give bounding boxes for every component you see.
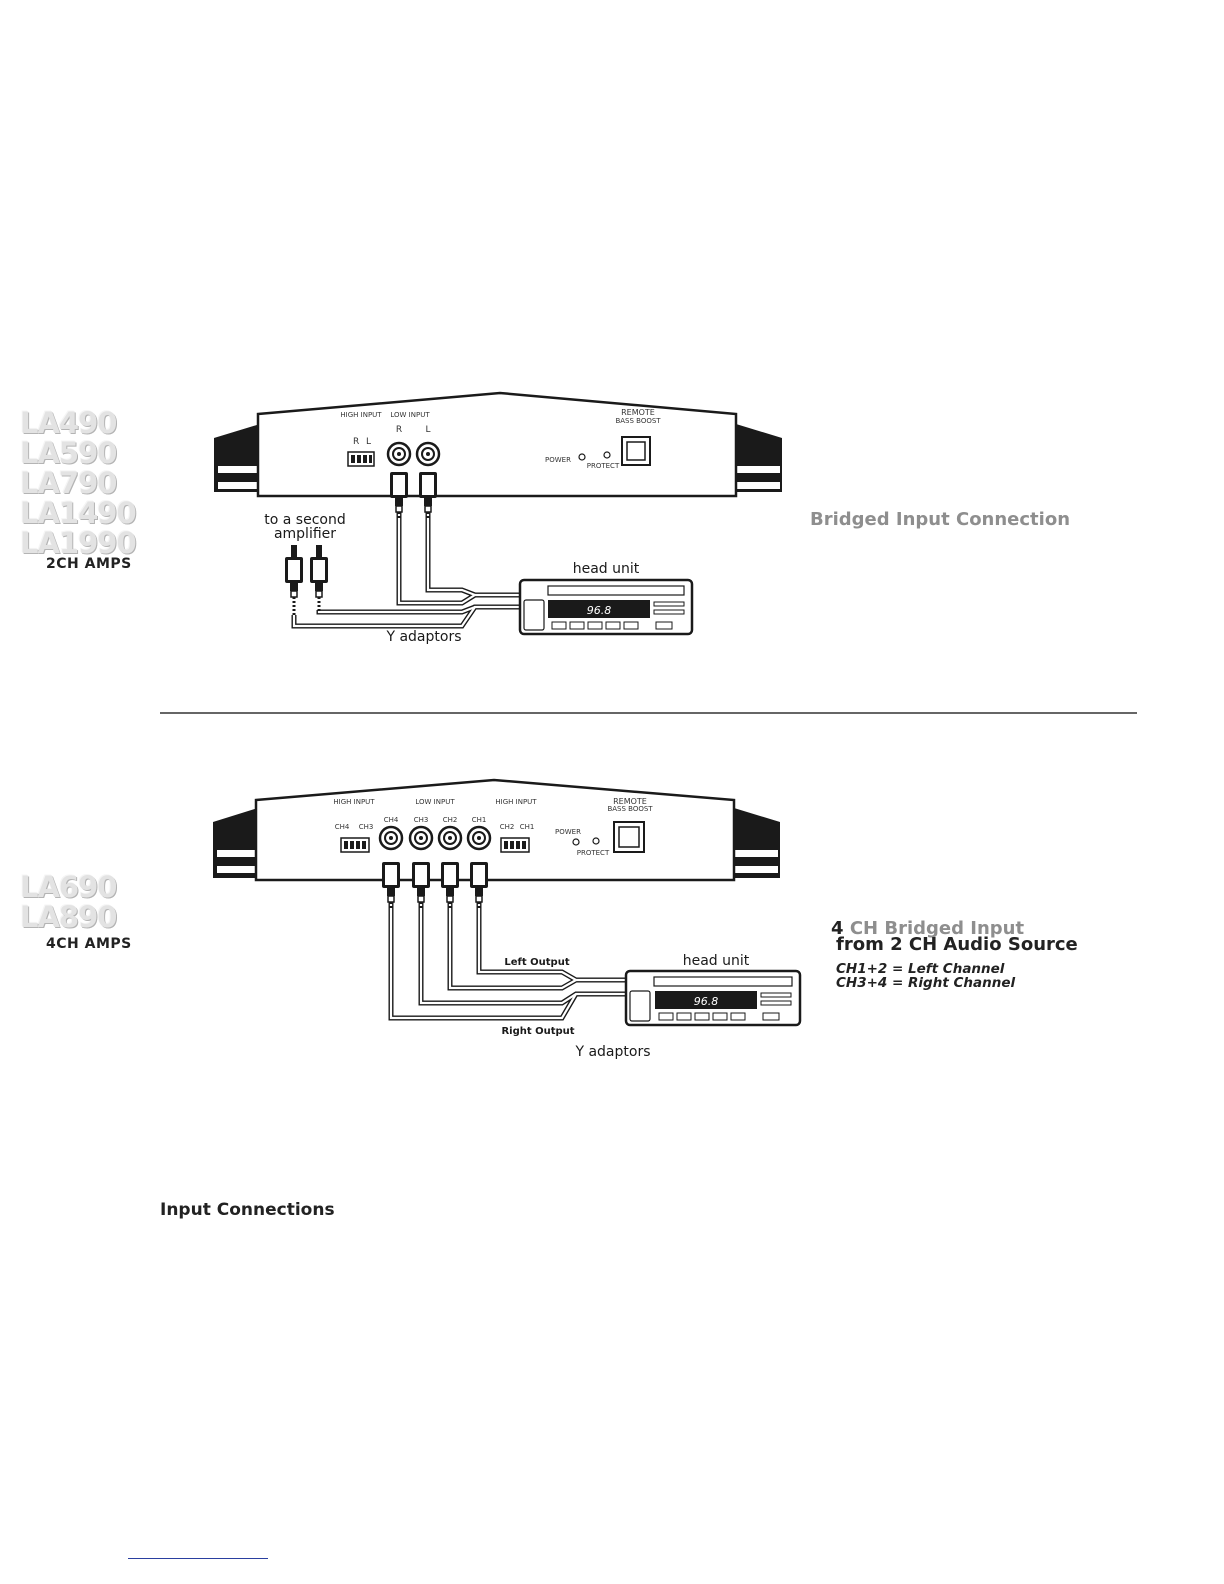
- rca-jack-ch3: [408, 825, 434, 851]
- high-input-label: HIGH INPUT: [340, 411, 382, 419]
- left-output-label: Left Output: [504, 957, 569, 968]
- rca-plug-r: [389, 471, 409, 513]
- head-unit-2ch: head unit 96.8: [518, 561, 694, 636]
- channel-equation-right: CH3+4 = Right Channel: [836, 975, 1016, 991]
- high-input-terminal: [347, 451, 375, 467]
- page-title: Input Connections: [160, 1200, 335, 1220]
- protect-label: PROTECT: [587, 462, 620, 470]
- protect-label: PROTECT: [577, 849, 610, 857]
- hi-ch2-label: CH2: [500, 823, 515, 831]
- rca-plug-ch3: [411, 861, 431, 903]
- rca-plug-ch1: [469, 861, 489, 903]
- heatsink-right: [734, 808, 780, 878]
- bass-boost-label: BASS BOOST: [607, 805, 653, 813]
- amp-body: [256, 391, 738, 498]
- second-amp-label-line2: amplifier: [274, 526, 336, 542]
- low-input-l: L: [425, 425, 430, 435]
- head-unit-label: head unit: [683, 953, 750, 969]
- rca-jack-ch4: [378, 825, 404, 851]
- heatsink-right: [736, 424, 782, 492]
- model-name: LA590: [20, 436, 117, 470]
- low-input-r: R: [396, 425, 402, 435]
- rca-jack-ch2: [437, 825, 463, 851]
- remote-label: REMOTE: [621, 408, 655, 417]
- section2-subtitle: from 2 CH Audio Source: [836, 934, 1078, 955]
- display-screen: [655, 991, 757, 1009]
- model-name: LA1990: [20, 526, 137, 560]
- bass-boost-label: BASS BOOST: [615, 417, 661, 425]
- power-label: POWER: [555, 828, 581, 836]
- high-input-terminal-right: [500, 837, 530, 853]
- high-input-label-2: HIGH INPUT: [495, 798, 537, 806]
- low-ch2-label: CH2: [443, 816, 458, 824]
- power-led: [578, 453, 586, 461]
- display-screen: [548, 600, 650, 618]
- power-label: POWER: [545, 456, 571, 464]
- section2-title-rest: CH Bridged Input: [849, 918, 1025, 939]
- amps-label-2ch: 2CH AMPS: [46, 556, 132, 572]
- remote-label: REMOTE: [613, 797, 647, 806]
- amplifier-2ch: HIGH INPUT LOW INPUT R L R L REMOTE BASS…: [214, 391, 782, 498]
- protect-led: [603, 451, 611, 459]
- model-name: LA490: [20, 406, 117, 440]
- hi-ch1-label: CH1: [520, 823, 535, 831]
- low-input-label: LOW INPUT: [415, 798, 455, 806]
- amplifier-4ch: HIGH INPUT LOW INPUT HIGH INPUT CH4 CH3 …: [213, 778, 780, 882]
- hi-ch4-label: CH4: [335, 823, 350, 831]
- rca-plug-l: [418, 471, 438, 513]
- display-readout: 96.8: [587, 604, 612, 617]
- second-amp-plugs: [284, 545, 329, 616]
- model-name: LA690: [20, 870, 117, 904]
- low-ch3-label: CH3: [414, 816, 429, 824]
- footer-rule: [128, 1558, 268, 1559]
- rca-plug-ch4: [381, 861, 401, 903]
- power-led: [572, 838, 580, 846]
- low-input-label: LOW INPUT: [390, 411, 430, 419]
- section1-title: Bridged Input Connection: [810, 509, 1071, 530]
- section2-title: 4 CH Bridged Input: [831, 918, 1024, 939]
- section-divider: [160, 712, 1137, 714]
- model-name: LA790: [20, 466, 117, 500]
- channel-equation-left: CH1+2 = Left Channel: [836, 961, 1005, 977]
- high-input-terminal-left: [340, 837, 370, 853]
- high-input-r: R: [353, 437, 359, 447]
- amp-body: [254, 778, 736, 882]
- protect-led: [592, 837, 600, 845]
- hi-ch3-label: CH3: [359, 823, 374, 831]
- low-ch1-label: CH1: [472, 816, 487, 824]
- head-unit-label: head unit: [573, 561, 640, 577]
- second-amp-label-line1: to a second: [264, 512, 345, 528]
- section2-title-number: 4: [831, 918, 844, 939]
- rca-jack-r: [386, 441, 412, 467]
- high-input-l: L: [366, 437, 371, 447]
- rca-jack-l: [415, 441, 441, 467]
- high-input-label: HIGH INPUT: [333, 798, 375, 806]
- model-name: LA1490: [20, 496, 137, 530]
- y-adaptors-label: Y adaptors: [385, 629, 461, 645]
- heatsink-left: [214, 424, 260, 492]
- head-unit-4ch: head unit 96.8: [624, 953, 802, 1027]
- right-output-label: Right Output: [501, 1026, 574, 1037]
- low-ch4-label: CH4: [384, 816, 399, 824]
- model-name: LA890: [20, 900, 117, 934]
- display-readout: 96.8: [694, 995, 719, 1008]
- model-list-4ch: LA690 LA890: [20, 870, 117, 934]
- amps-label-4ch: 4CH AMPS: [46, 936, 132, 952]
- y-adaptors-label: Y adaptors: [574, 1044, 650, 1060]
- rca-jack-ch1: [466, 825, 492, 851]
- model-list-2ch: LA490 LA590 LA790 LA1490 LA1990: [20, 406, 137, 560]
- rca-plug-ch2: [440, 861, 460, 903]
- heatsink-left: [213, 808, 258, 878]
